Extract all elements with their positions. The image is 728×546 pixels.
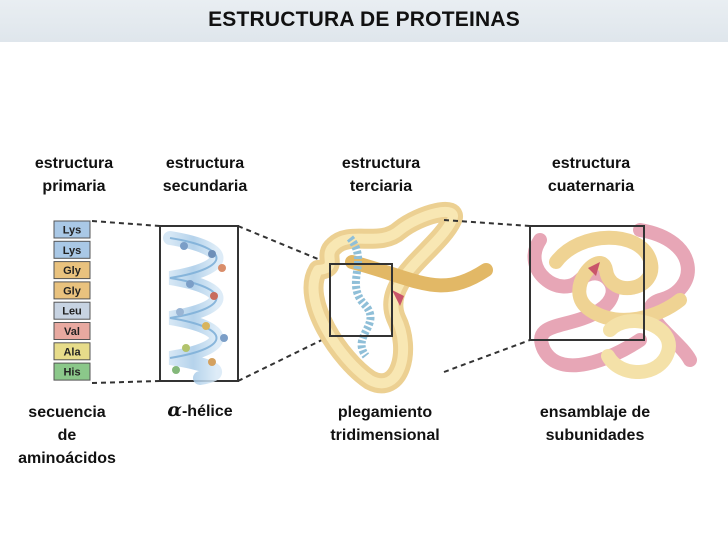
connector-dashed-top-2: [238, 226, 330, 264]
caption-primary-line1: secuencia: [4, 401, 130, 424]
caption-quaternary-line2: subunidades: [520, 424, 670, 447]
amino-acid-label: Val: [64, 326, 80, 338]
caption-tertiary: plegamiento tridimensional: [312, 401, 458, 447]
connector-dashed-bottom-1: [92, 381, 160, 383]
amino-acid-label: Leu: [62, 306, 82, 318]
amino-acid-label: His: [63, 367, 80, 379]
caption-primary: secuencia de aminoácidos: [4, 401, 130, 470]
caption-tertiary-line2: tridimensional: [312, 424, 458, 447]
caption-quaternary-line1: ensamblaje de: [520, 401, 670, 424]
caption-tertiary-line1: plegamiento: [312, 401, 458, 424]
amino-acid-label: Lys: [63, 225, 82, 237]
caption-primary-line3: aminoácidos: [4, 447, 130, 470]
caption-quaternary: ensamblaje de subunidades: [520, 401, 670, 447]
connector-dashed-top-1: [92, 221, 160, 226]
amino-acid-label: Lys: [63, 245, 82, 257]
amino-acid-label: Gly: [63, 285, 82, 297]
amino-acid-label: Gly: [63, 265, 82, 277]
caption-primary-line2: de: [4, 424, 130, 447]
alpha-helix-illustration: [160, 226, 238, 381]
connector-dashed-bottom-3: [444, 340, 530, 372]
alpha-symbol: α: [167, 399, 182, 421]
caption-secondary-text: -hélice: [182, 403, 233, 420]
tertiary-fold-illustration: [314, 212, 486, 383]
subunit-yellow-1: [556, 238, 680, 320]
amino-acid-label: Ala: [63, 346, 81, 358]
caption-secondary: α-hélice: [148, 399, 252, 423]
quaternary-assembly-illustration: [530, 226, 690, 372]
connector-dashed-bottom-2: [238, 336, 330, 381]
